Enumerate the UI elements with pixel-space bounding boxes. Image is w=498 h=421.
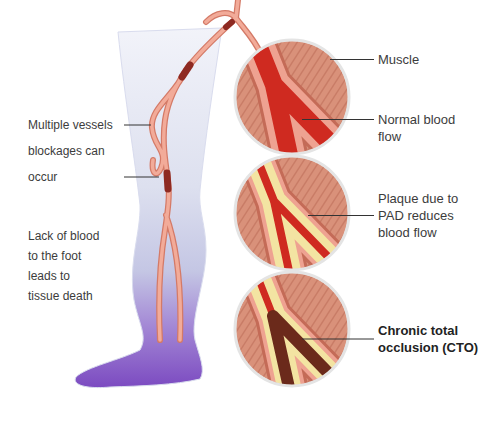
muscle-fiber (313, 27, 403, 167)
blockage (226, 22, 232, 27)
muscle-fiber (153, 27, 243, 167)
artery-outline (152, 0, 262, 340)
inset-normal (137, 25, 443, 169)
leader-line (330, 59, 374, 60)
callout-label: Lack of blood to the foot leads to tissu… (28, 226, 104, 306)
muscle-fiber (137, 259, 227, 399)
muscle-fiber (329, 27, 419, 167)
leader-line (302, 339, 374, 340)
callout-label: Multiple vessels blockages can occur (28, 112, 120, 190)
blood-lumen (250, 257, 272, 313)
muscle-fiber (145, 27, 235, 167)
inset-border (235, 156, 349, 270)
callout-label: Plaque due to PAD reduces blood flow (378, 190, 480, 241)
muscle-fiber (153, 259, 243, 399)
artery-tree (152, 0, 262, 340)
leader-line (124, 177, 159, 178)
leader-line (302, 119, 374, 120)
blockage (167, 173, 168, 189)
occlusion (273, 316, 340, 401)
leader-line (124, 125, 151, 126)
muscle-fiber (345, 27, 435, 167)
callout-label: Normal blood flow (378, 111, 480, 145)
muscle-fiber (321, 27, 411, 167)
blockage (182, 65, 190, 77)
inset-border (235, 272, 349, 386)
muscle-fiber (145, 143, 235, 283)
muscle-fiber (353, 27, 443, 167)
muscle-fiber (153, 143, 243, 283)
leader-line (308, 215, 374, 216)
muscle-fiber (137, 27, 227, 167)
muscle-fiber (137, 143, 227, 283)
leg-outline (75, 28, 222, 388)
inset-border (235, 40, 349, 154)
muscle-fiber (145, 259, 235, 399)
callout-label: Muscle (378, 51, 480, 68)
callout-label: Chronic total occlusion (CTO) (378, 322, 480, 356)
artery (152, 0, 262, 340)
